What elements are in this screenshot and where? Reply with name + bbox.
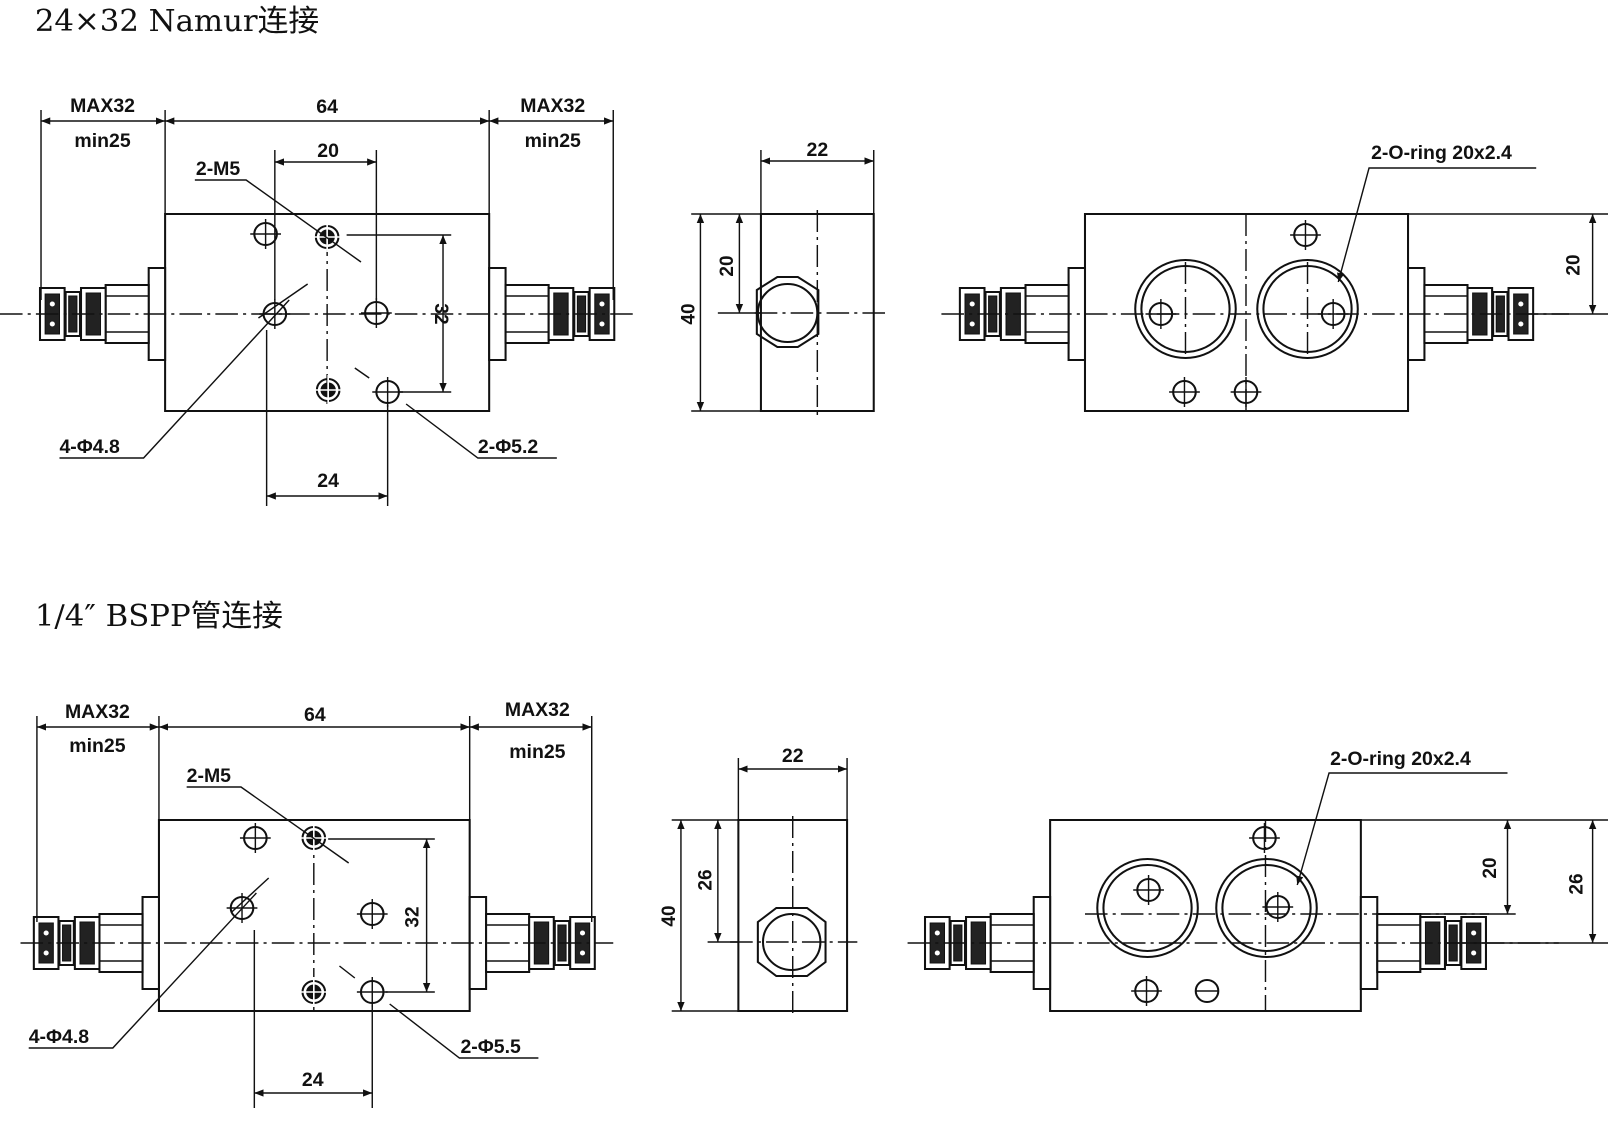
s2-side-width-label: 22 — [782, 746, 804, 767]
section-1-rear-view: 2-O-ring 20x2.4 20 — [941, 143, 1608, 412]
section-1-front-view: MAX32 min25 64 MAX32 min25 20 2-M5 32 4-… — [0, 96, 636, 506]
s2-body-length-label: 64 — [304, 705, 326, 726]
s1-oring-callout: 2-O-ring 20x2.4 — [1371, 143, 1512, 164]
s2-right-max-label: MAX32 — [505, 700, 570, 721]
s1-right-min-label: min25 — [525, 131, 582, 152]
s2-vertical-spacing-label: 32 — [402, 906, 423, 927]
s2-bottom-spacing-label: 24 — [302, 1070, 324, 1091]
s1-pin-hole-callout: 2-Φ5.2 — [478, 437, 538, 458]
s1-thread-spacing-label: 20 — [317, 141, 339, 162]
s2-left-min-label: min25 — [69, 736, 126, 757]
s2-side-height-label: 40 — [659, 905, 680, 926]
section-1-side-view: 22 40 20 — [678, 140, 887, 415]
s1-right-max-label: MAX32 — [520, 96, 585, 117]
s1-body-length-label: 64 — [316, 97, 338, 118]
s1-side-height-label: 40 — [678, 303, 699, 324]
s1-vertical-spacing-label: 32 — [430, 303, 451, 324]
s1-side-width-label: 22 — [806, 140, 828, 161]
s1-through-hole-callout: 4-Φ4.8 — [59, 437, 120, 458]
s1-left-max-label: MAX32 — [70, 96, 135, 117]
s1-thread-callout: 2-M5 — [196, 159, 241, 180]
s2-through-hole-callout: 4-Φ4.8 — [29, 1027, 90, 1048]
s2-right-min-label: min25 — [509, 742, 566, 763]
s2-pin-hole-callout: 2-Φ5.5 — [460, 1037, 521, 1058]
section-2-title: 1/4″ BSPP管连接 — [35, 599, 283, 634]
s2-left-max-label: MAX32 — [65, 702, 130, 723]
section-1-title: 24×32 Namur连接 — [35, 4, 319, 39]
s2-rear-body-height-label: 26 — [1566, 873, 1587, 894]
s1-bottom-spacing-label: 24 — [317, 471, 339, 492]
s1-left-min-label: min25 — [74, 131, 131, 152]
s2-rear-port-center-label: 20 — [1480, 857, 1501, 878]
s2-thread-callout: 2-M5 — [187, 766, 232, 787]
section-2-front-view: MAX32 min25 64 MAX32 min25 2-M5 32 4-Φ4.… — [20, 700, 614, 1108]
s1-rear-port-center-label: 20 — [1563, 254, 1584, 275]
s1-side-port-center-label: 20 — [717, 255, 738, 276]
s2-side-port-center-label: 26 — [696, 869, 717, 890]
s2-oring-callout: 2-O-ring 20x2.4 — [1330, 749, 1471, 770]
section-2-side-view: 22 40 26 — [659, 746, 858, 1016]
section-2-rear-view: 2-O-ring 20x2.4 20 26 — [907, 749, 1608, 1012]
